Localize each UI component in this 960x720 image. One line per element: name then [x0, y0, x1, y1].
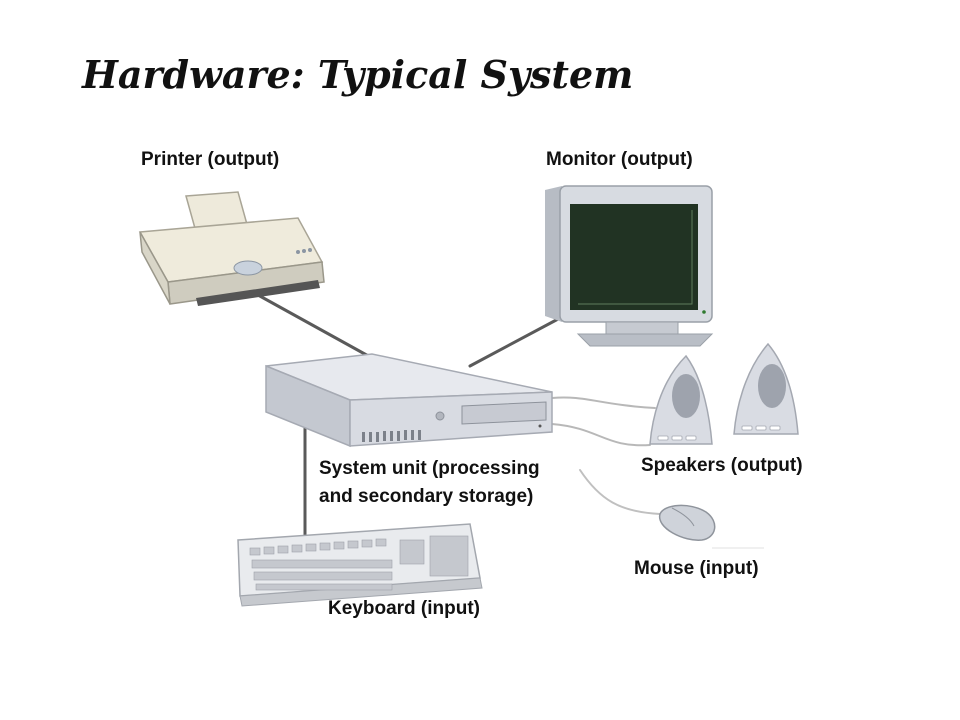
- system-unit-label-line2: and secondary storage): [319, 486, 534, 507]
- printer-cable: [256, 293, 374, 360]
- printer-icon: [138, 191, 325, 306]
- keyboard-label: Keyboard (input): [328, 598, 480, 619]
- monitor-label: Monitor (output): [546, 149, 693, 170]
- cables: [256, 293, 661, 547]
- speaker-cable: [551, 396, 656, 409]
- mouse-cable: [579, 469, 661, 515]
- page-title: Hardware: Typical System: [82, 52, 634, 97]
- system-unit-icon: [265, 353, 553, 448]
- speakers-label: Speakers (output): [641, 455, 803, 476]
- mouse-icon: [659, 504, 764, 549]
- system-unit-label-line1: System unit (processing: [319, 458, 540, 479]
- printer-label: Printer (output): [141, 149, 280, 170]
- speakers-icon: [649, 342, 799, 445]
- speaker-cable-2: [551, 423, 651, 447]
- mouse-label: Mouse (input): [634, 558, 759, 579]
- monitor-cable: [468, 316, 562, 368]
- monitor-icon: [545, 185, 714, 347]
- keyboard-icon: [237, 523, 483, 607]
